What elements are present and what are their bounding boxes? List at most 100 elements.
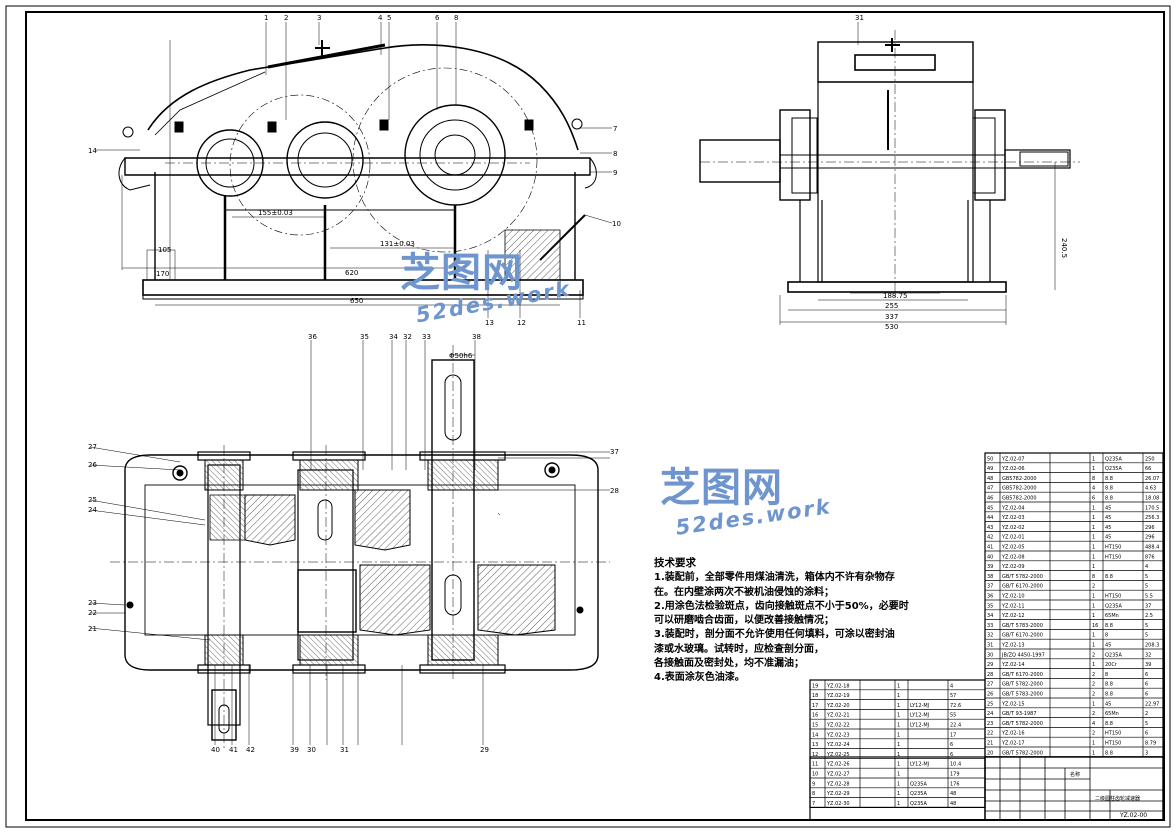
bom-cell: 3 <box>1145 750 1148 756</box>
bom-cell: 8.8 <box>1105 623 1113 629</box>
bom-cell: 45 <box>1105 515 1111 521</box>
callout: 8 <box>613 150 617 158</box>
bom-cell: 43 <box>987 525 993 531</box>
bom-cell: 1 <box>897 742 900 748</box>
bom-cell: 15 <box>812 723 818 729</box>
bom-cell: 34 <box>987 613 993 619</box>
bom-cell: 22.97 <box>1145 701 1159 707</box>
bom-cell: 37 <box>1145 603 1151 609</box>
bom-cell: GB/T 5783-2000 <box>1002 692 1043 698</box>
callout: 30 <box>307 746 316 754</box>
bom-cell: 24 <box>987 711 993 717</box>
bom-cell: 18.08 <box>1145 496 1159 502</box>
bom-cell: 45 <box>987 505 993 511</box>
bom-cell: 1 <box>1092 613 1095 619</box>
bom-cell: 65Mn <box>1105 711 1119 717</box>
bom-cell: YZ.02-04 <box>1001 505 1025 511</box>
bom-cell: 4.63 <box>1145 486 1156 492</box>
bom-cell: 1 <box>1092 466 1095 472</box>
bom-cell: 1 <box>897 752 900 758</box>
bom-cell: 488.4 <box>1145 545 1159 551</box>
bom-cell: YZ.02-02 <box>1001 525 1025 531</box>
bom-cell: 27 <box>987 682 993 688</box>
bom-cell: 5 <box>1145 584 1148 590</box>
bom-cell: Q235A <box>1105 603 1122 609</box>
watermark-cn: 芝图网 <box>660 465 783 511</box>
plan-view <box>89 340 610 750</box>
bom-cell: 296 <box>1145 525 1155 531</box>
dim-text: 170 <box>156 270 169 278</box>
callout: 1 <box>264 14 268 22</box>
bom-cell: 20Cr <box>1105 662 1118 668</box>
bom-cell: 22.4 <box>950 723 961 729</box>
bom-cell: 1 <box>1092 594 1095 600</box>
bom-cell: 49 <box>987 466 993 472</box>
callout: 4 <box>378 14 383 22</box>
bom-cell: 8.8 <box>1105 692 1113 698</box>
bom-cell: YZ.02-24 <box>826 742 850 748</box>
dim-text: 620 <box>345 269 358 277</box>
dim-text: 131±0.03 <box>380 240 415 248</box>
bom-cell: YZ.02-10 <box>1001 594 1025 600</box>
tech-req-line: 漆或水玻璃。试转时，应检查剖分面， <box>654 643 824 655</box>
bom-cell: 8.8 <box>1105 496 1113 502</box>
callout: 29 <box>480 746 489 754</box>
tech-req-line: 各接触面及密封处，均不准漏油； <box>654 658 804 670</box>
bom-cell: 208.3 <box>1145 643 1159 649</box>
bom-cell: YZ.02-28 <box>826 781 850 787</box>
bom-cell: 41 <box>987 545 993 551</box>
bom-cell: YZ.02-22 <box>826 723 850 729</box>
bom-cell: YZ.02-23 <box>826 732 850 738</box>
tech-req-line: 可以研磨啮合齿面，以便改善接触情况； <box>654 615 834 627</box>
bom-cell: YZ.02-26 <box>826 762 850 768</box>
bom-cell: GB/T 5783-2000 <box>1002 623 1043 629</box>
front-view-labels: 1 2 3 4 5 6 8 7 8 9 10 11 12 13 14 155±0… <box>88 14 621 327</box>
bom-cell: YZ.02-29 <box>826 791 850 797</box>
bom-cell: 296 <box>1145 535 1155 541</box>
bom-cell: YZ.02-19 <box>826 693 850 699</box>
bom-cell: 1 <box>897 723 900 729</box>
dim-text: 255 <box>885 302 898 310</box>
dim-text: Φ50h6 <box>449 352 473 360</box>
bom-cell: JB/ZQ 4450-1997 <box>1001 652 1045 658</box>
bom-cell: HT150 <box>1105 554 1121 560</box>
bom-cell: 45 <box>1105 505 1111 511</box>
bom-cell: 1 <box>1092 603 1095 609</box>
callout: 39 <box>290 746 299 754</box>
callout: 26 <box>88 461 97 469</box>
bom-cell: 250 <box>1145 456 1155 462</box>
bom-cell: 21 <box>987 741 993 747</box>
bom-cell: 8 <box>1092 476 1095 482</box>
bom-cell: YZ.02-03 <box>1001 515 1025 521</box>
callout: 10 <box>612 220 621 228</box>
bom-cell: 2 <box>1092 584 1095 590</box>
bom-cell: HT150 <box>1105 594 1121 600</box>
bom-cell: YZ.02-08 <box>1001 554 1025 560</box>
bom-cell: 8.79 <box>1145 741 1156 747</box>
bom-cell: 45 <box>1105 643 1111 649</box>
outer-border <box>5 5 1171 828</box>
bom-cell: YZ.02-11 <box>1001 603 1025 609</box>
bom-cell: LY12-MJ <box>910 723 929 729</box>
bom-cell: 179 <box>950 772 960 778</box>
bom-cell: YZ.02-20 <box>826 703 850 709</box>
bom-cell: YZ.02-18 <box>826 683 850 689</box>
tech-req-line: 2.用涂色法检验斑点，齿向接触斑点不小于50%，必要时 <box>654 600 909 612</box>
bom-cell: YZ.02-13 <box>1001 643 1025 649</box>
bom-cell: 25 <box>987 701 993 707</box>
bom-cell: 9 <box>812 781 815 787</box>
bom-cell: 33 <box>987 623 993 629</box>
bom-cell: 16 <box>812 713 818 719</box>
bom-cell: 32 <box>987 633 993 639</box>
bom-cell: 1 <box>1092 456 1095 462</box>
bom-cell: LY12-MJ <box>910 713 929 719</box>
bom-cell: GB5782-2000 <box>1002 476 1037 482</box>
bom-cell: 39 <box>987 564 993 570</box>
inner-border <box>25 11 1165 821</box>
tech-req-title: 技术要求 <box>654 557 696 569</box>
drawing-title: 二级圆柱齿轮减速器 <box>1095 795 1140 802</box>
bom-cell: HT150 <box>1105 741 1121 747</box>
bom-cell: LY12-MJ <box>910 703 929 709</box>
bom-cell: YZ.02-16 <box>1001 731 1025 737</box>
